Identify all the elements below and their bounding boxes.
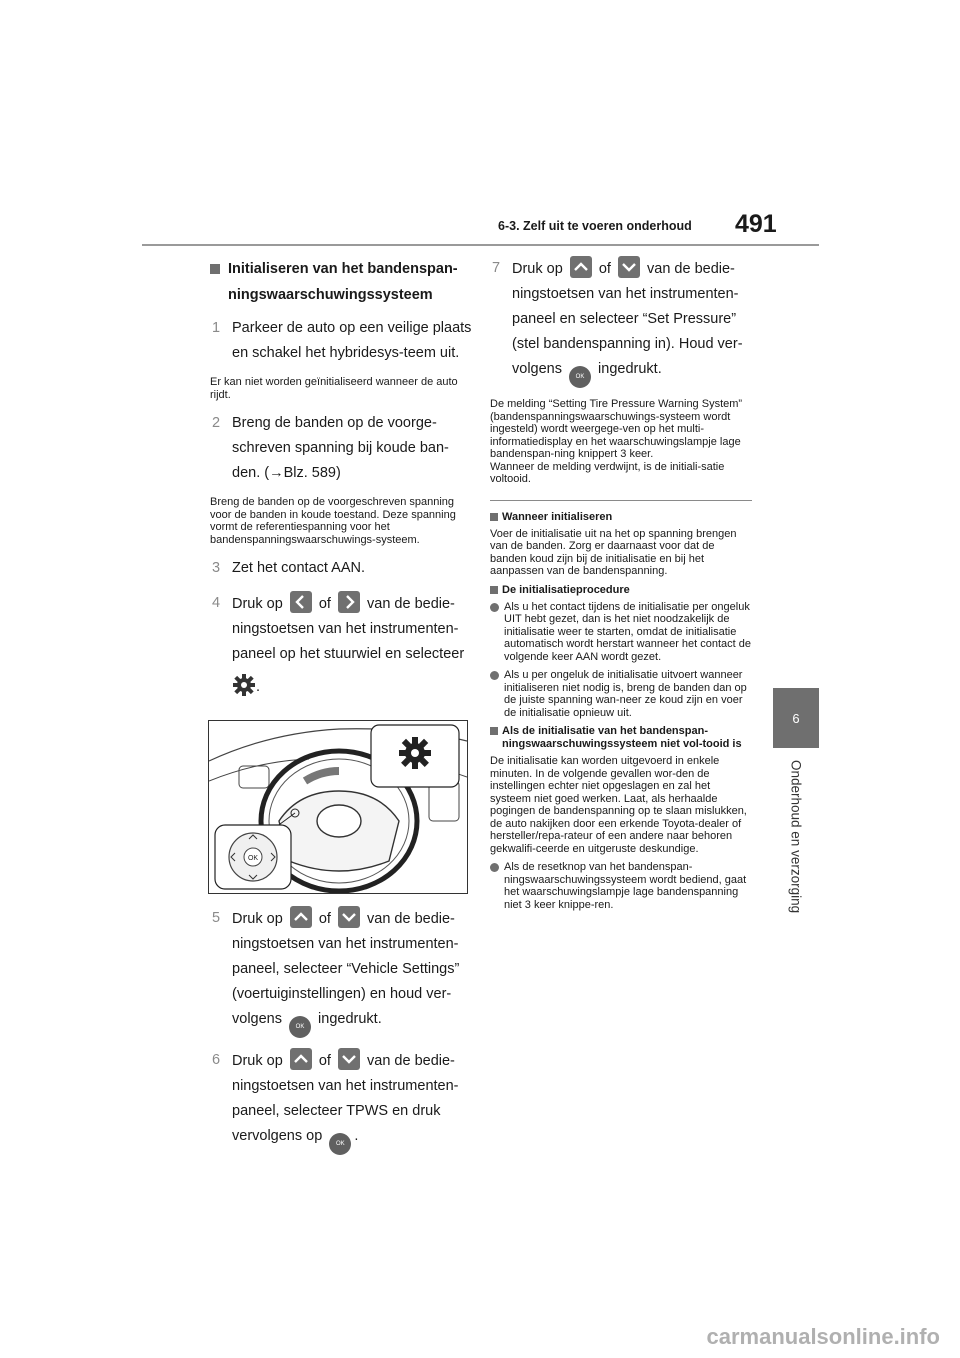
when-body: Voer de initialisatie uit na het op span… [490,527,737,578]
note-1: Er kan niet worden geïnitialiseerd wanne… [210,376,458,401]
step-1: 1 Parkeer de auto op een veilige plaats … [210,316,472,366]
chapter-title-vertical: Onderhoud en verzorging [784,760,808,930]
step-text: Zet het contact AAN. [232,560,365,576]
ok-label: OK [248,855,258,862]
chapter-title-text: Onderhoud en verzorging [788,760,804,914]
section-title: 6-3. Zelf uit te voeren onderhoud [498,219,692,233]
page-number: 491 [735,210,777,238]
step-number: 4 [212,595,221,611]
heading-square-icon [210,264,220,274]
step-number: 1 [212,320,221,336]
section-divider [490,499,752,501]
step-5: 5 Druk op of van de bedie-ningstoetsen v… [210,906,472,1038]
ok-button-icon: OK [329,1133,352,1155]
not-completed-bullet: Als de resetknop van het bandenspan-ning… [490,861,752,911]
chapter-tab[interactable]: 6 [773,688,819,748]
chevron-up-icon [289,1048,312,1070]
step-number: 5 [212,910,221,926]
ok-button-icon: OK [289,1016,312,1038]
gear-icon [232,673,256,706]
chevron-left-icon [289,591,312,613]
heading-when: Wanneer initialiseren [490,511,752,524]
note-2: Breng de banden op de voorgeschreven spa… [210,496,456,546]
note-7: De melding “Setting Tire Pressure Warnin… [490,398,743,460]
bullet-dot-icon [490,602,499,612]
bullet-dot-icon [490,671,499,680]
chevron-down-icon [337,906,360,928]
chevron-down-icon [337,1048,360,1070]
not-completed-body: De initialisatie kan worden uitgevoerd i… [490,755,747,855]
procedure-bullet: Als u per ongeluk de initialisatie uitvo… [490,669,752,719]
heading-not-completed: Als de initialisatie van het bandenspan-… [490,725,752,751]
chevron-up-icon [569,256,592,278]
step-number: 7 [492,260,501,276]
step-number: 3 [212,560,221,576]
chevron-right-icon [337,591,360,613]
heading-square-icon [490,727,498,735]
right-column: 7 Druk op of van de bedie-ningstoetsen v… [490,256,752,917]
ok-button-icon: OK [569,366,592,388]
step-7: 7 Druk op of van de bedie-ningstoetsen v… [490,256,752,388]
chevron-down-icon [617,256,640,278]
note-7b: Wanneer de melding verdwijnt, is de init… [490,460,725,486]
chevron-up-icon [289,906,312,928]
step-number: 2 [212,415,221,431]
heading-procedure: De initialisatieprocedure [490,584,752,597]
step-text: Breng de banden op de voorge-schreven sp… [232,415,449,481]
step-6: 6 Druk op of van de bedie-ningstoetsen v… [210,1048,472,1155]
procedure-bullet: Als u het contact tijdens de initialisat… [490,601,752,664]
step-number: 6 [212,1052,221,1068]
step-4: 4 Druk op of van de bedie-ningstoetsen v… [210,591,472,706]
step-2: 2 Breng de banden op de voorge-schreven … [210,411,472,486]
left-column: Initialiseren van het bandenspan-ningswa… [208,256,472,1165]
header-rule [142,244,819,246]
bullet-dot-icon [490,863,499,872]
step-text: Parkeer de auto op een veilige plaats en… [232,320,472,361]
steering-wheel-illustration: OK [208,720,468,894]
heading-initialize: Initialiseren van het bandenspan-ningswa… [210,256,472,308]
step-3: 3 Zet het contact AAN. [210,556,472,581]
heading-square-icon [490,585,498,594]
heading-square-icon [490,512,498,521]
watermark: carmanualsonline.info [706,1324,941,1349]
